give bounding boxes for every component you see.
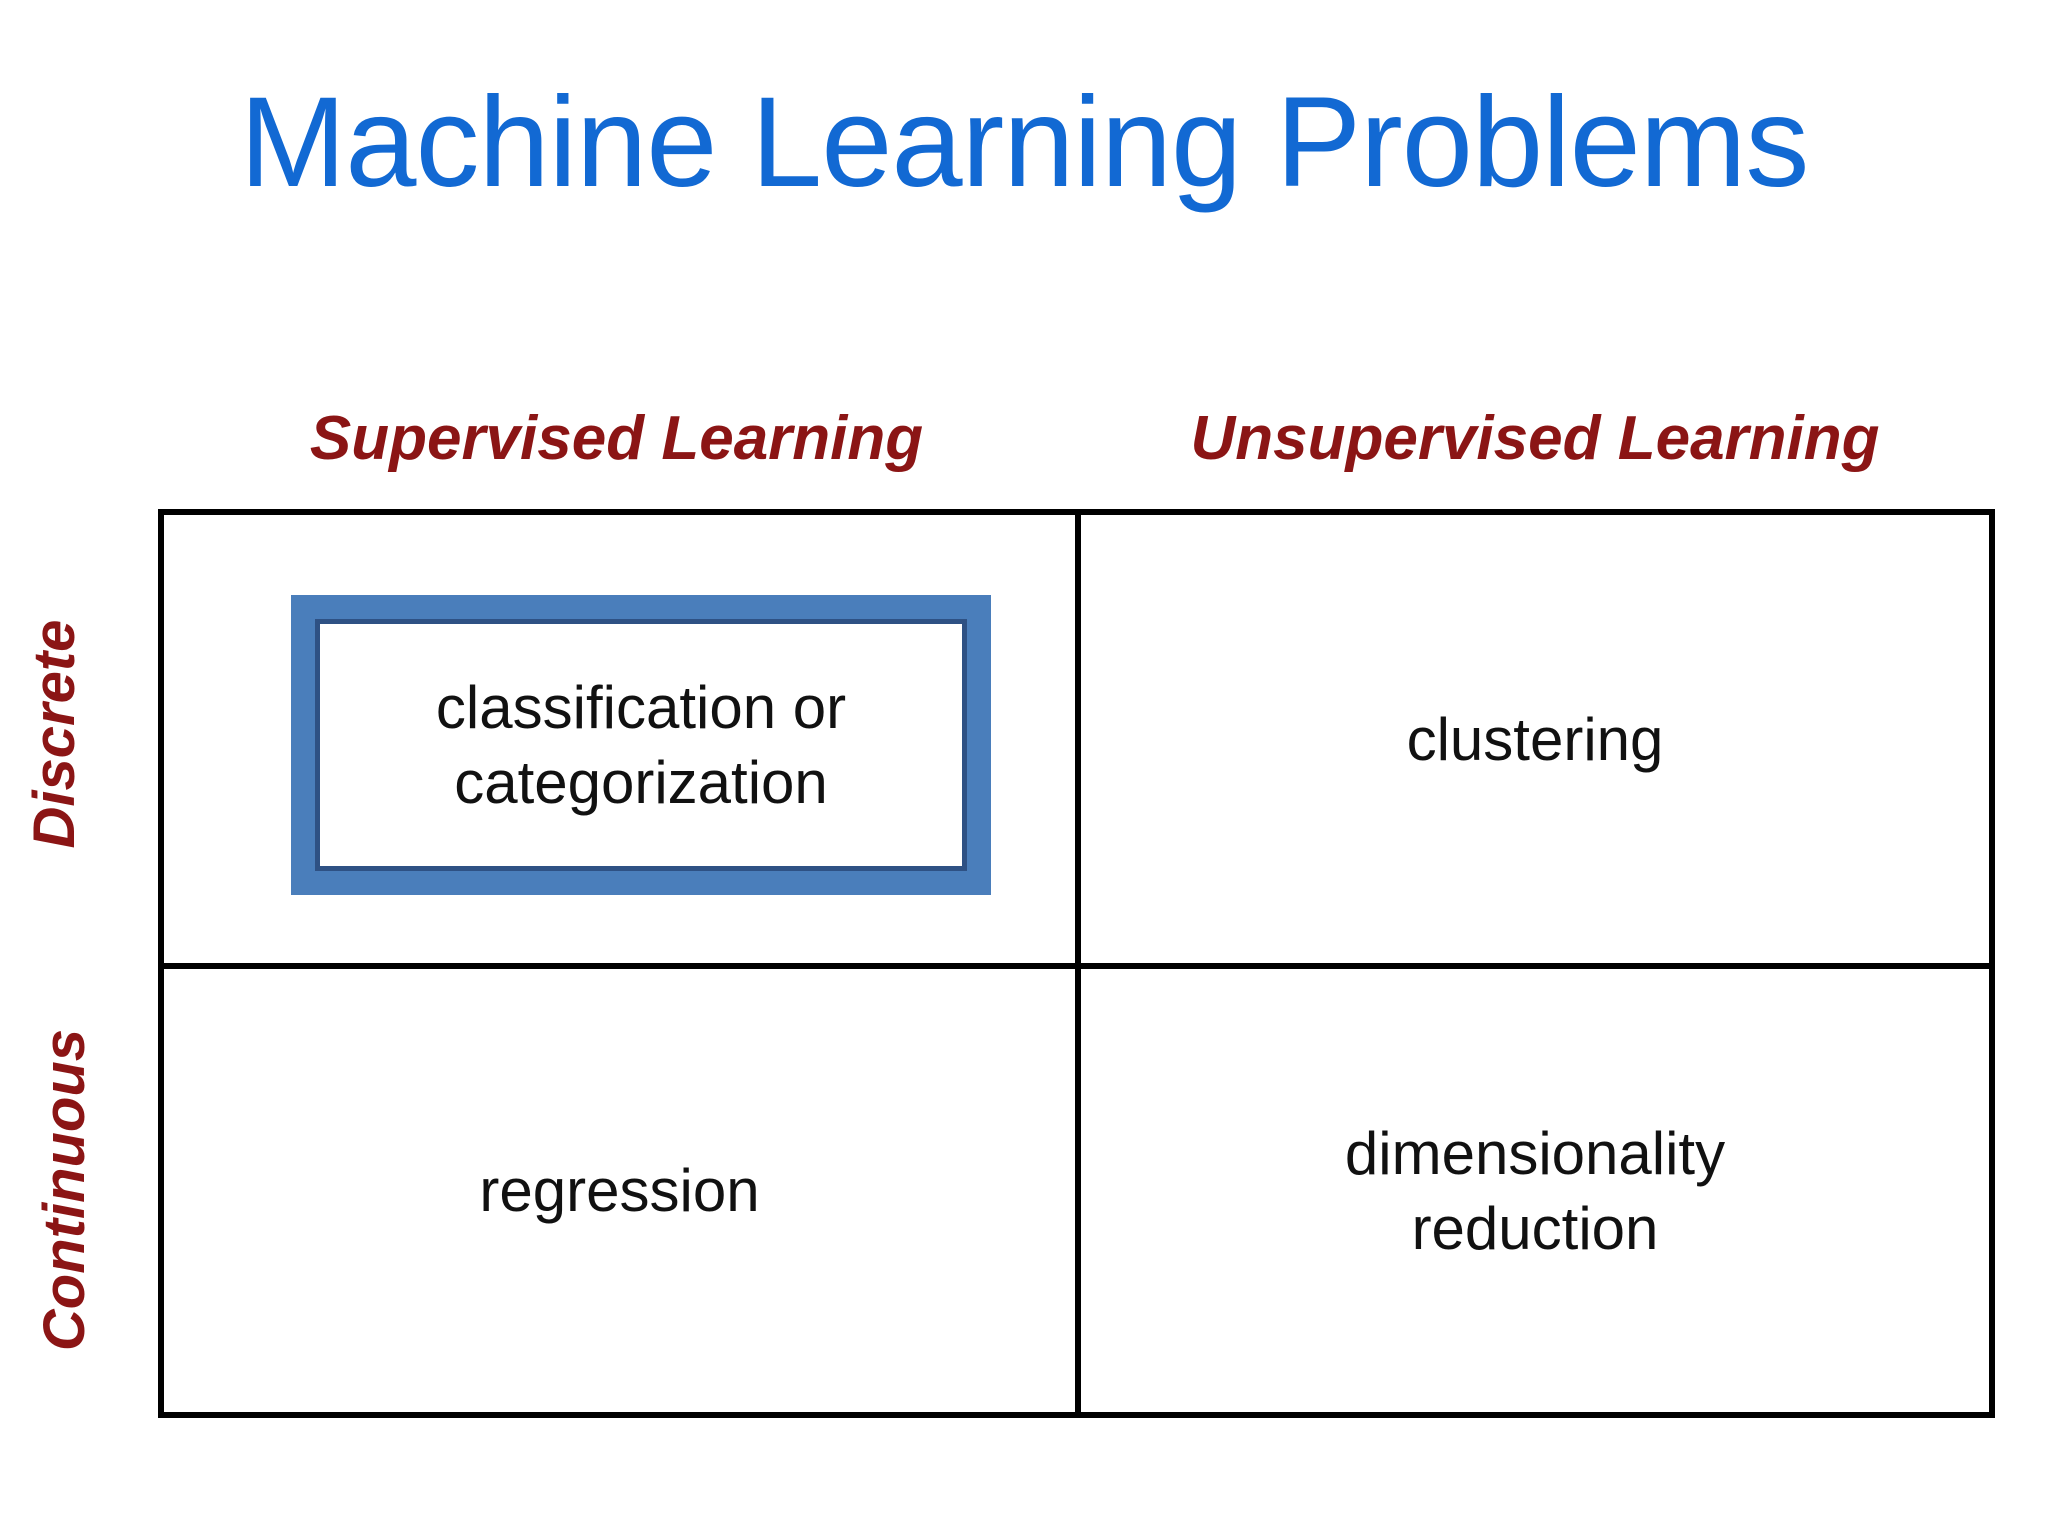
- cell-label-clustering: clustering: [1406, 705, 1664, 773]
- highlight-callout-box[interactable]: classification or categorization: [291, 595, 991, 895]
- matrix-inner: classification or categorization cluster…: [164, 515, 1989, 1412]
- ml-problems-matrix: classification or categorization cluster…: [158, 509, 1995, 1418]
- row-header-continuous: Continuous: [32, 1028, 97, 1352]
- row-header-discrete: Discrete: [22, 619, 87, 849]
- column-header-unsupervised-learning: Unsupervised Learning: [1190, 404, 1880, 473]
- matrix-cell-continuous-supervised: regression: [164, 969, 1075, 1412]
- highlight-inner-panel: classification or categorization: [315, 619, 967, 871]
- matrix-horizontal-divider: [164, 963, 1989, 969]
- matrix-cell-discrete-unsupervised: clustering: [1081, 515, 1989, 963]
- matrix-cell-discrete-supervised: classification or categorization: [164, 515, 1075, 963]
- cell-label-classification-or-categorization: classification or categorization: [435, 674, 847, 816]
- page-title: Machine Learning Problems: [239, 71, 1810, 214]
- column-header-supervised-learning: Supervised Learning: [309, 404, 924, 473]
- cell-label-regression: regression: [479, 1157, 760, 1224]
- matrix-cell-continuous-unsupervised: dimensionality reduction: [1081, 969, 1989, 1412]
- cell-label-dimensionality-reduction: dimensionality reduction: [1344, 1119, 1726, 1262]
